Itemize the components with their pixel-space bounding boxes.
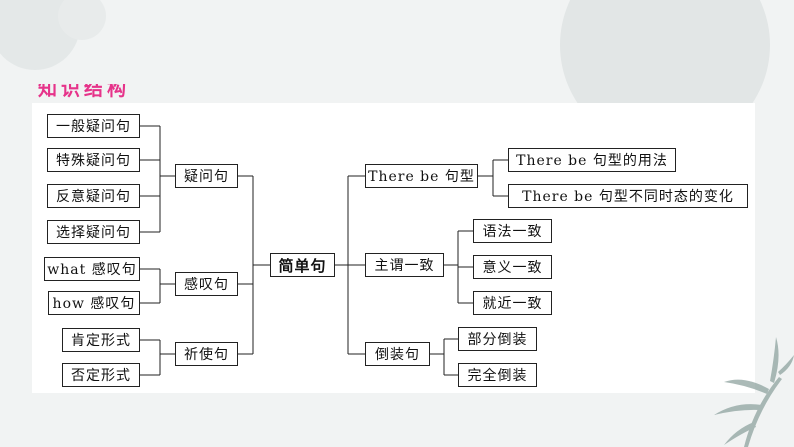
leaf-full-inversion: 完全倒装 — [458, 363, 537, 387]
leaf-yes-no-question: 一般疑问句 — [47, 114, 140, 138]
section-title: 知识结构 — [38, 84, 131, 100]
category-there-be: There be 句型 — [365, 164, 478, 188]
leaf-proximity-agreement: 就近一致 — [473, 291, 552, 315]
leaf-partial-inversion: 部分倒装 — [458, 327, 537, 351]
category-interrogative: 疑问句 — [175, 164, 238, 188]
leaf-alternative-question: 选择疑问句 — [47, 220, 140, 244]
category-exclamatory: 感叹句 — [175, 272, 238, 296]
bamboo-branch-decoration — [714, 337, 794, 447]
leaf-there-be-tenses: There be 句型不同时态的变化 — [508, 184, 748, 208]
leaf-how-exclamation: how 感叹句 — [48, 291, 140, 315]
category-imperative: 祈使句 — [175, 342, 238, 366]
decor-circle-small — [58, 0, 106, 40]
leaf-there-be-usage: There be 句型的用法 — [508, 148, 676, 172]
leaf-grammatical-agreement: 语法一致 — [473, 219, 552, 243]
leaf-what-exclamation: what 感叹句 — [44, 257, 140, 281]
leaf-notional-agreement: 意义一致 — [473, 255, 552, 279]
leaf-affirmative-form: 肯定形式 — [62, 328, 140, 352]
root-simple-sentence: 简单句 — [270, 253, 335, 277]
leaf-tag-question: 反意疑问句 — [47, 184, 140, 208]
leaf-wh-question: 特殊疑问句 — [47, 148, 140, 172]
category-subject-verb-agreement: 主谓一致 — [365, 253, 444, 277]
leaf-negative-form: 否定形式 — [62, 363, 140, 387]
category-inversion: 倒装句 — [365, 342, 430, 366]
